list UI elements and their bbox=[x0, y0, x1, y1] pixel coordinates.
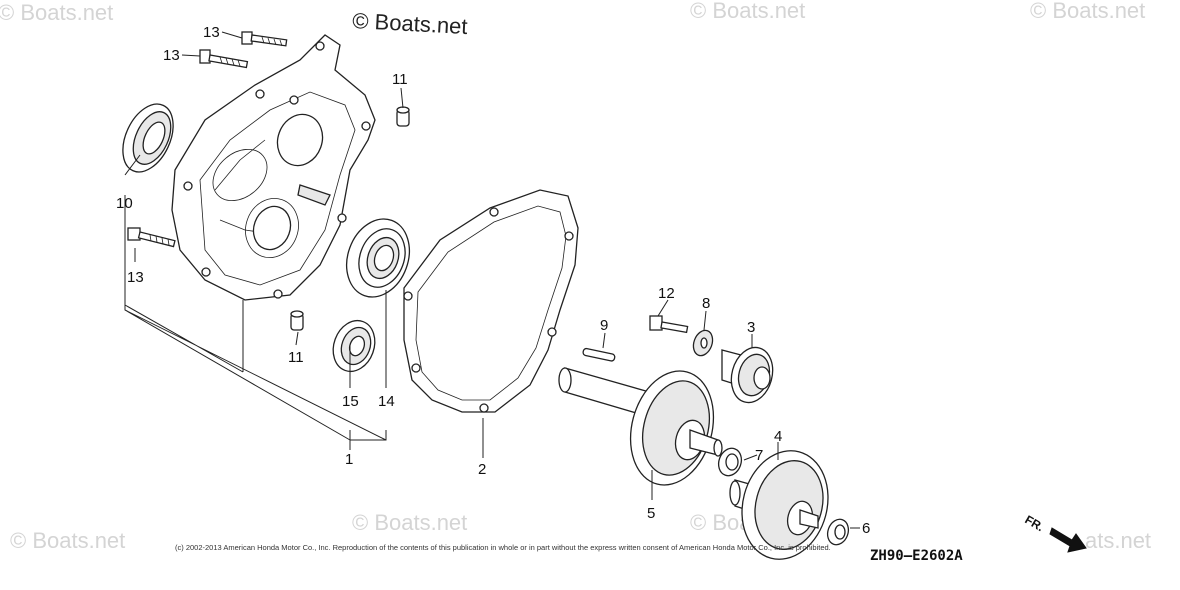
bolt-13-top bbox=[241, 31, 288, 47]
front-arrow-icon bbox=[1049, 527, 1087, 553]
callout-12: 12 bbox=[658, 285, 675, 302]
watermark: © Boats.net bbox=[0, 0, 113, 25]
watermark: © Boats.net bbox=[352, 510, 467, 535]
callout-2: 2 bbox=[478, 461, 486, 478]
callout-7: 7 bbox=[755, 447, 763, 464]
gasket-2 bbox=[403, 189, 579, 413]
callout-6: 6 bbox=[862, 520, 870, 537]
bolt-12 bbox=[649, 315, 689, 334]
bearing-15 bbox=[332, 319, 376, 373]
callout-4: 4 bbox=[774, 428, 782, 445]
copyright-notice: (c) 2002-2013 American Honda Motor Co., … bbox=[175, 543, 831, 552]
callout-8: 8 bbox=[702, 295, 710, 312]
washer-8 bbox=[692, 329, 714, 357]
callout-1: 1 bbox=[345, 451, 353, 468]
callout-5: 5 bbox=[647, 505, 655, 522]
watermark: © Boats.net bbox=[690, 0, 805, 23]
washer-7 bbox=[717, 447, 743, 477]
callout-11: 11 bbox=[288, 349, 304, 366]
shaft-gear-5 bbox=[558, 367, 723, 486]
watermark: © Boats.net bbox=[1030, 0, 1145, 23]
bolt-13-lower bbox=[127, 227, 176, 248]
gear-3 bbox=[721, 346, 774, 404]
bolt-13-middle bbox=[199, 49, 249, 69]
callout-13: 13 bbox=[163, 47, 180, 64]
oil-seal-10 bbox=[122, 103, 174, 173]
diagram-code: ZH90—E2602A bbox=[870, 548, 963, 564]
watermark: © Boats.net bbox=[10, 528, 125, 553]
callout-numbers: 13 13 13 11 11 10 15 14 1 2 12 8 9 3 4 7… bbox=[116, 24, 870, 537]
front-direction-indicator: FR. bbox=[1023, 512, 1087, 553]
top-watermark: © Boats.net bbox=[352, 8, 468, 39]
bearing-14 bbox=[346, 218, 410, 298]
callout-14: 14 bbox=[378, 393, 395, 410]
key-9 bbox=[582, 347, 616, 362]
callout-9: 9 bbox=[600, 317, 608, 334]
washer-6 bbox=[826, 518, 850, 546]
leader-lines bbox=[124, 31, 860, 529]
dowel-pin-11-bottom bbox=[290, 310, 304, 331]
callout-15: 15 bbox=[342, 393, 359, 410]
callout-13: 13 bbox=[203, 24, 220, 41]
dowel-pin-11-top bbox=[396, 106, 410, 127]
callout-11: 11 bbox=[392, 71, 408, 88]
gear-4 bbox=[729, 450, 829, 560]
callout-13: 13 bbox=[127, 269, 144, 286]
callout-3: 3 bbox=[747, 319, 755, 336]
callout-10: 10 bbox=[116, 195, 133, 212]
watermark-group: © Boats.net © Boats.net © Boats.net © Bo… bbox=[0, 0, 1151, 553]
watermark: ats.net bbox=[1085, 528, 1151, 553]
front-label: FR. bbox=[1023, 512, 1047, 534]
transmission-case-1 bbox=[171, 34, 376, 301]
